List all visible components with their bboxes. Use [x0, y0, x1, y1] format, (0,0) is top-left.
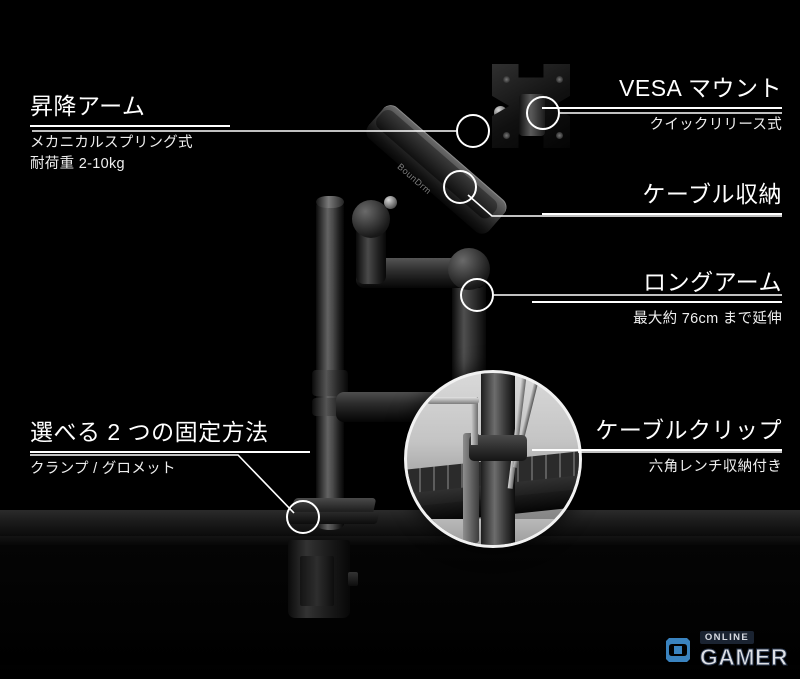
- callout-title: ロングアーム: [643, 269, 782, 295]
- watermark-text: ONLINE GAMER: [699, 630, 788, 670]
- vesa-hole-bl: [503, 132, 510, 139]
- callout-cable-storage: ケーブル収納: [542, 182, 782, 221]
- desk-clamp-screw: [348, 572, 358, 586]
- callout-rule: [542, 107, 782, 109]
- callout-title: 昇降アーム: [30, 93, 146, 119]
- vesa-hole-br: [556, 132, 563, 139]
- hex-shield-icon: [663, 635, 693, 665]
- arm-pivot-dot-lower: [384, 196, 397, 209]
- callout-title: 選べる 2 つの固定方法: [30, 419, 269, 445]
- callout-rule: [30, 451, 310, 453]
- marker-cable-storage: [443, 170, 477, 204]
- callout-lifting-arm: 昇降アーム メカニカルスプリング式 耐荷重 2-10kg: [30, 94, 230, 176]
- callout-rule: [542, 213, 782, 215]
- callout-rule: [30, 125, 230, 127]
- watermark-gamer-label: GAMER: [699, 644, 788, 670]
- watermark-online-label: ONLINE: [699, 630, 755, 644]
- desk-surface: [0, 510, 800, 536]
- callout-mounting-methods: 選べる 2 つの固定方法 クランプ / グロメット: [30, 420, 310, 480]
- vesa-hole-tl: [503, 76, 510, 83]
- monitor-arm-pole: [316, 200, 344, 530]
- marker-mounting-methods: [286, 500, 320, 534]
- inset-hex-wrench-head: [427, 397, 479, 404]
- marker-vesa-mount: [526, 96, 560, 130]
- callout-subtitle-1: 最大約 76cm まで延伸: [633, 310, 782, 327]
- inset-hex-wrench-shaft: [471, 397, 478, 445]
- callout-title: ケーブル収納: [642, 181, 782, 207]
- callout-subtitle-2: 耐荷重 2-10kg: [30, 156, 125, 173]
- callout-rule: [532, 449, 782, 451]
- callout-subtitle-1: クランプ / グロメット: [30, 460, 176, 477]
- callout-rule: [532, 301, 782, 303]
- callout-subtitle-1: メカニカルスプリング式: [30, 134, 193, 151]
- inset-clip-collar: [469, 435, 527, 461]
- marker-lifting-arm: [456, 114, 490, 148]
- arm-joint-upper: [352, 200, 390, 238]
- desk-clamp-inner: [300, 556, 334, 606]
- desk-edge: [0, 536, 800, 545]
- marker-long-arm: [460, 278, 494, 312]
- watermark: ONLINE GAMER: [663, 630, 788, 670]
- callout-subtitle-1: 六角レンチ収納付き: [648, 458, 782, 475]
- vesa-hole-tr: [556, 76, 563, 83]
- cable-clip-inset-photo: [404, 370, 582, 548]
- callout-title: ケーブルクリップ: [595, 417, 782, 443]
- callout-cable-clip: ケーブルクリップ 六角レンチ収納付き: [532, 418, 782, 478]
- callout-long-arm: ロングアーム 最大約 76cm まで延伸: [532, 270, 782, 330]
- pole-collar-upper: [312, 370, 348, 396]
- callout-vesa-mount: VESA マウント クイックリリース式: [542, 76, 782, 136]
- callout-subtitle-1: クイックリリース式: [649, 116, 782, 133]
- callout-title: VESA マウント: [619, 75, 782, 101]
- pole-cap: [316, 196, 344, 208]
